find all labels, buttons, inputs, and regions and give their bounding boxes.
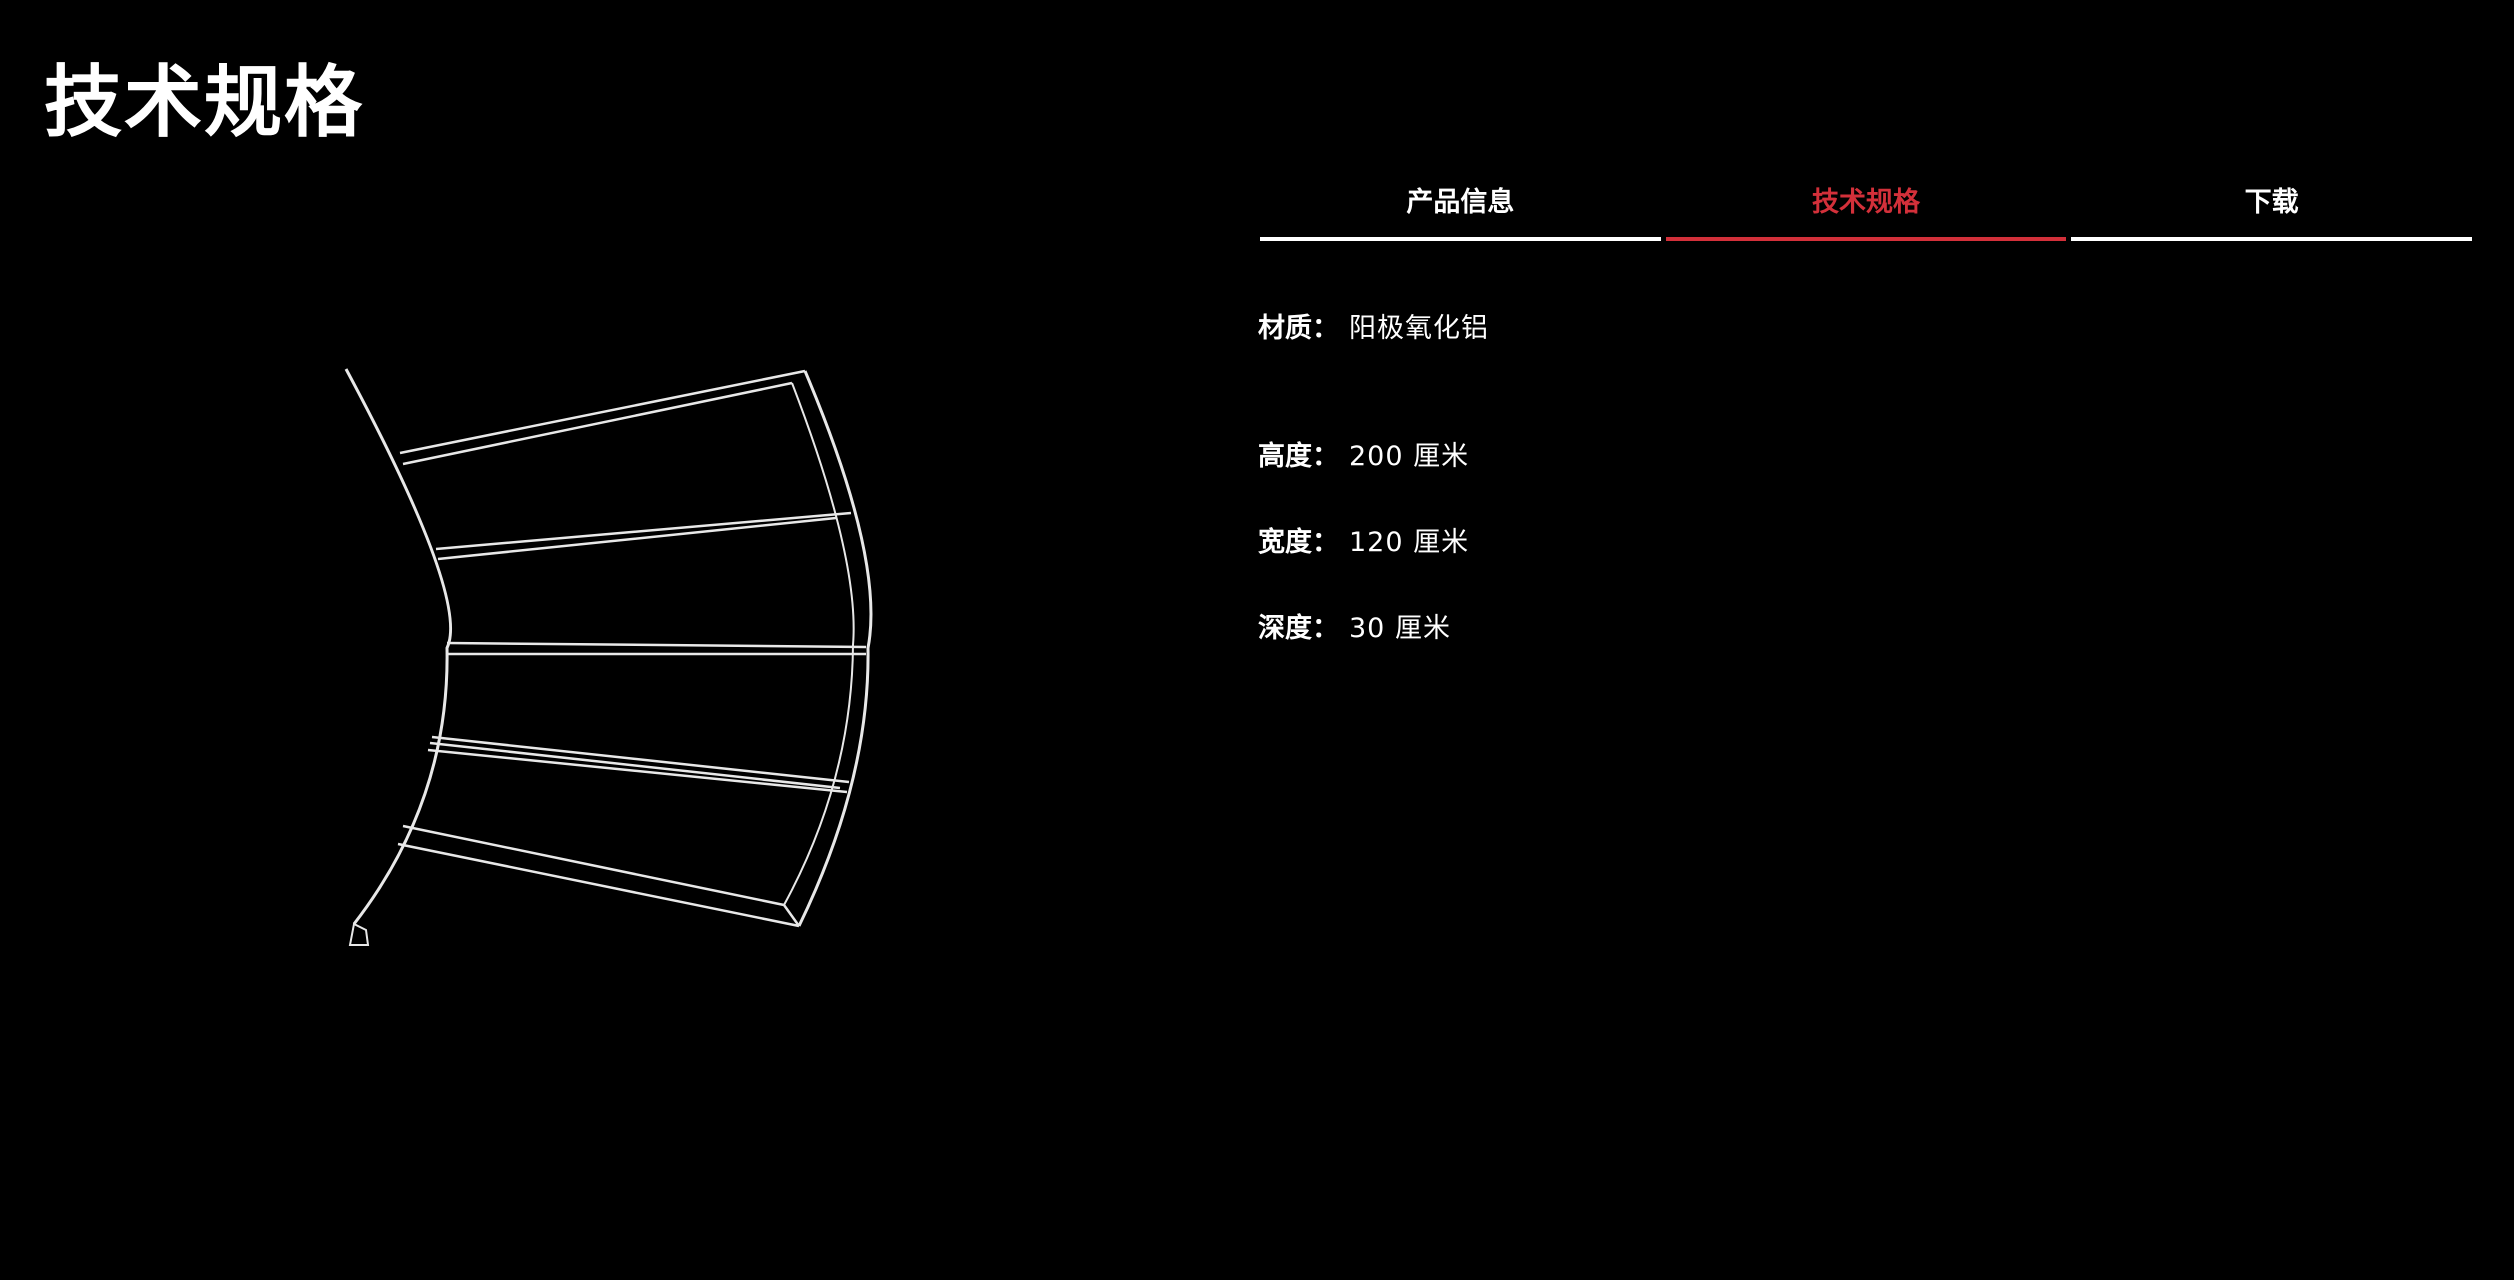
- spec-width: 宽度： 120 厘米: [1258, 520, 1469, 559]
- shelf-outer-arc: [797, 370, 873, 927]
- shelf-spine: [344, 368, 453, 925]
- spec-depth: 深度： 30 厘米: [1258, 606, 1451, 645]
- tab-bar: 产品信息 技术规格 下载: [1260, 180, 2473, 241]
- spec-label: 宽度：: [1258, 527, 1339, 558]
- spec-height: 高度： 200 厘米: [1258, 434, 1469, 473]
- tab-product-info[interactable]: 产品信息: [1260, 180, 1661, 241]
- page-title: 技术规格: [44, 58, 365, 148]
- shelf-boards: [397, 369, 867, 928]
- spec-value: 30 厘米: [1349, 613, 1451, 644]
- tab-tech-specs[interactable]: 技术规格: [1665, 180, 2067, 241]
- shelf-inner-arc: [783, 382, 855, 906]
- shelf-drawing: [344, 368, 873, 946]
- spec-label: 高度：: [1258, 441, 1339, 472]
- spec-label: 材质：: [1258, 313, 1339, 344]
- tab-download[interactable]: 下载: [2071, 180, 2473, 241]
- spec-label: 深度：: [1258, 613, 1339, 644]
- spec-value: 200 厘米: [1349, 441, 1470, 472]
- shelf-spine-foot: [348, 922, 370, 946]
- spec-value: 阳极氧化铝: [1349, 313, 1489, 344]
- spec-value: 120 厘米: [1349, 527, 1470, 558]
- spec-material: 材质： 阳极氧化铝: [1258, 306, 1489, 345]
